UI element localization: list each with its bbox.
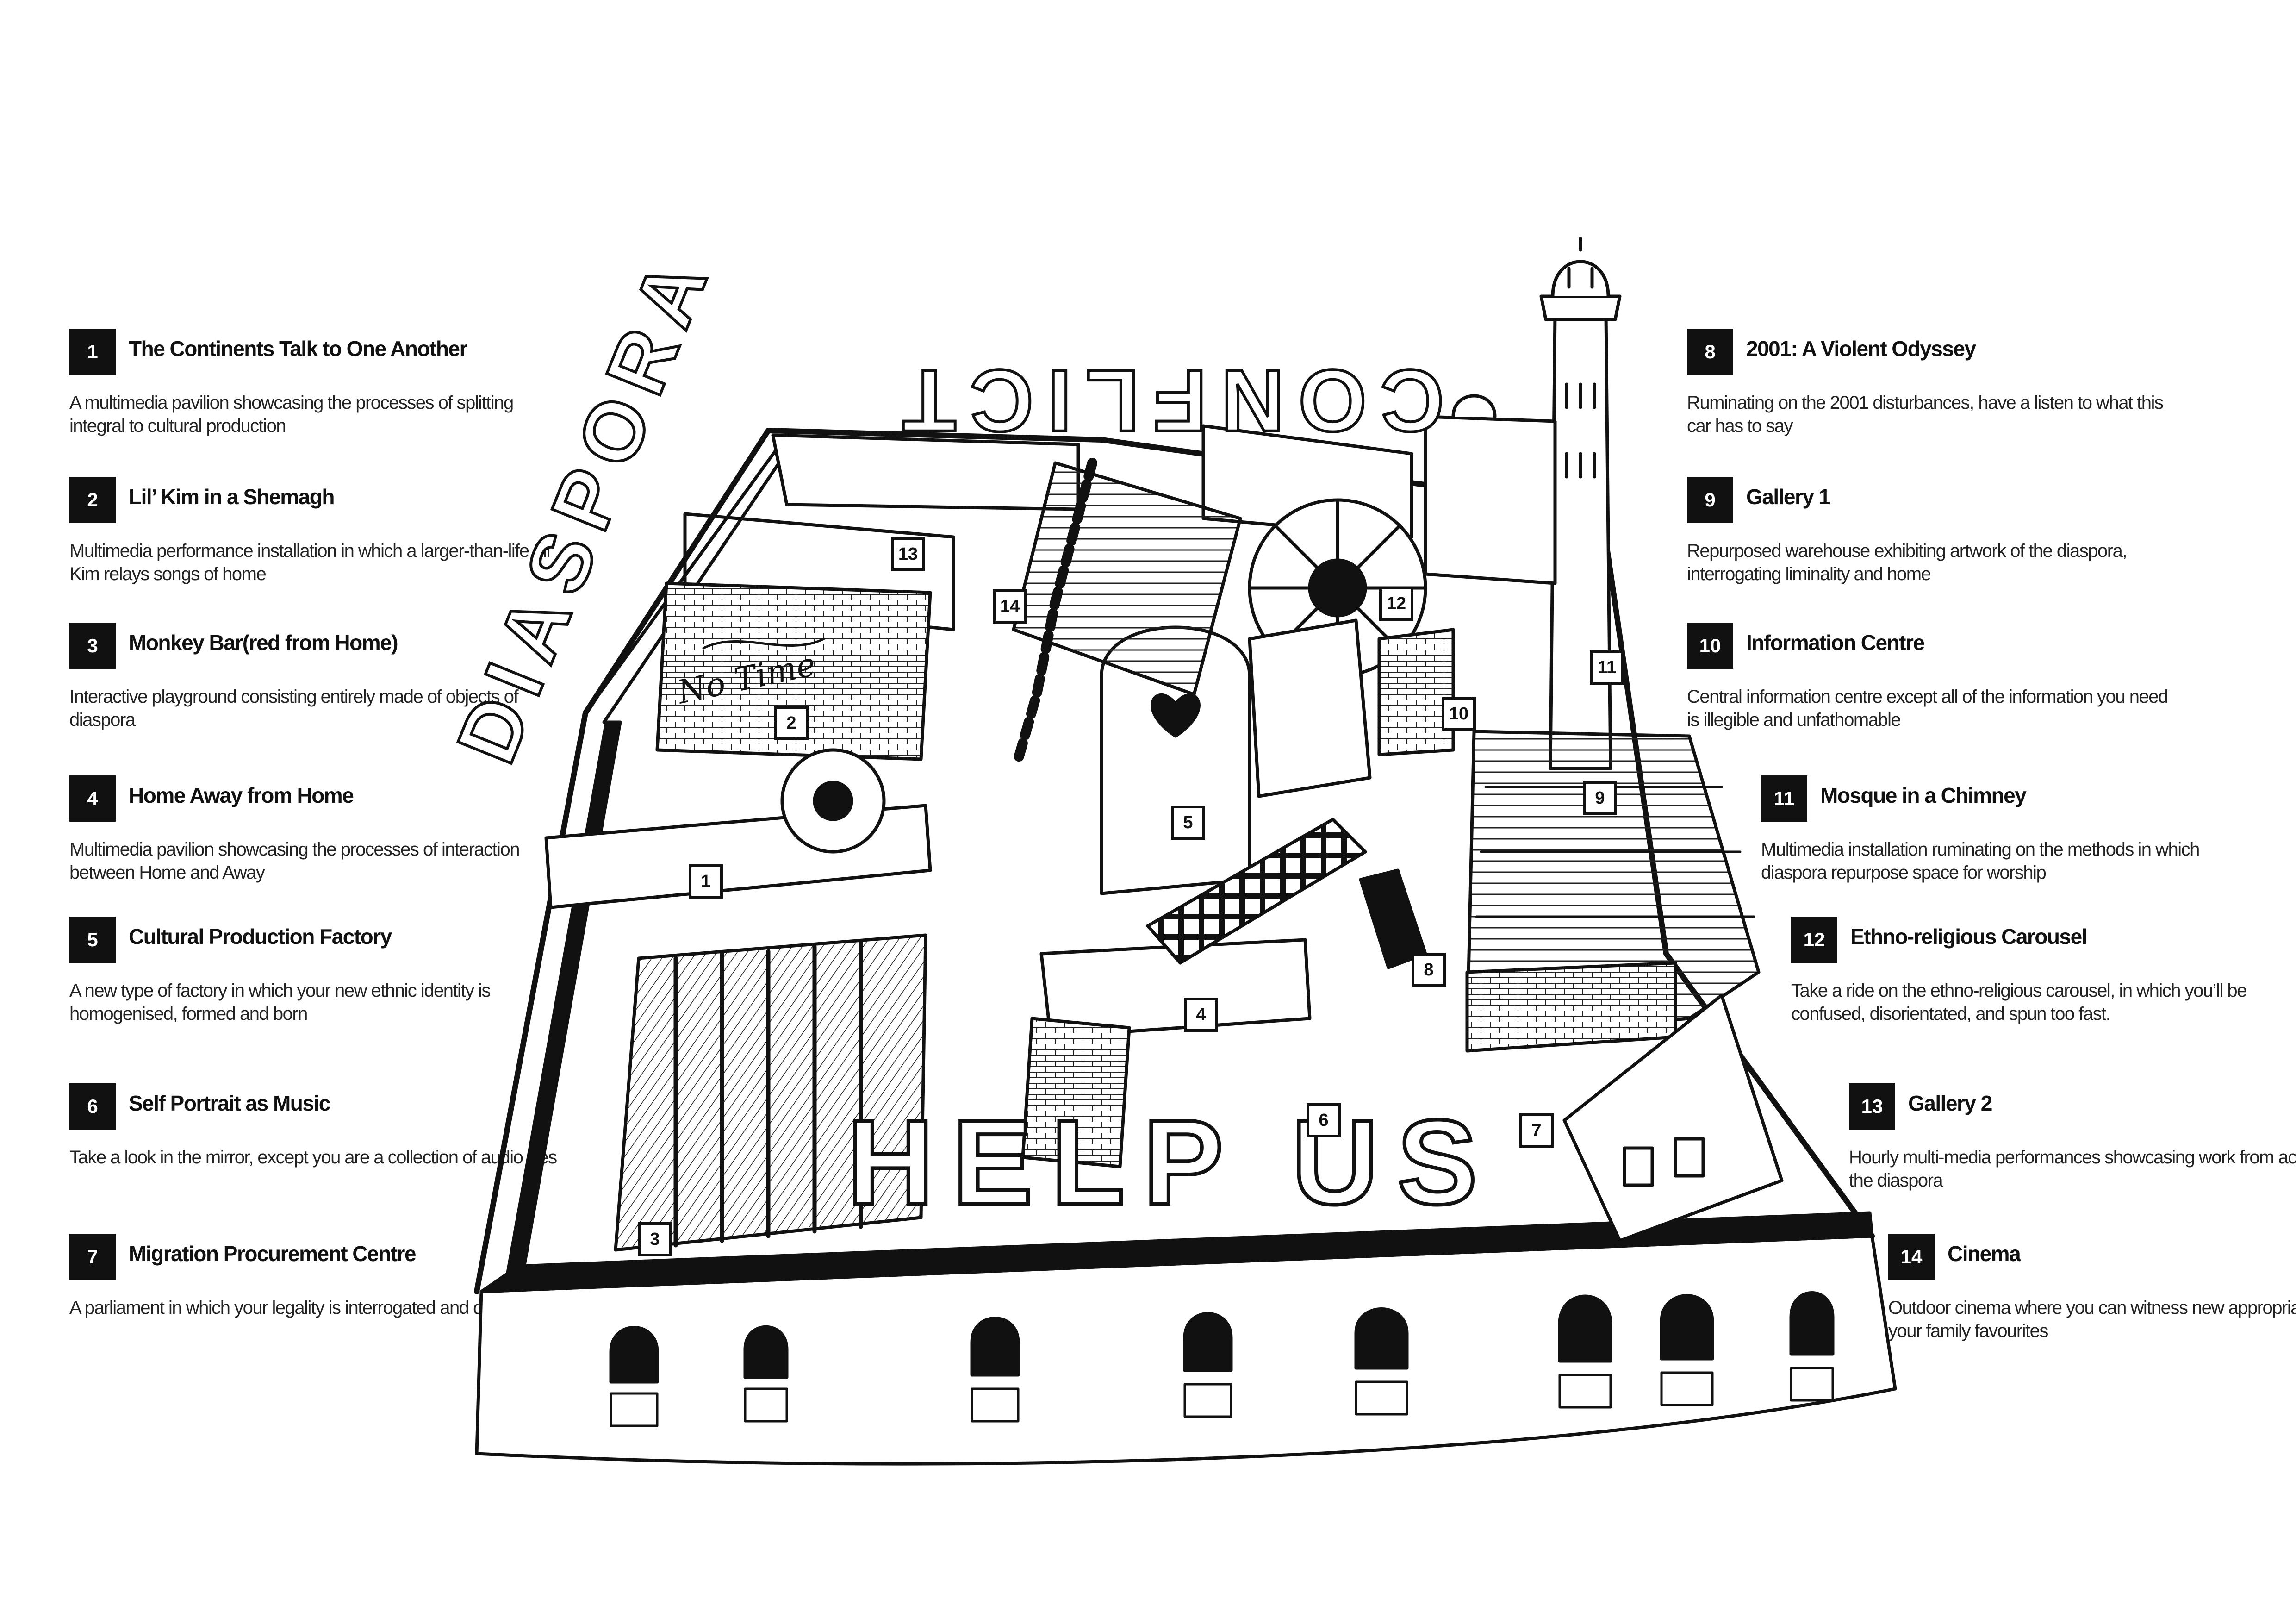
legend-description: A new type of factory in which your new …	[69, 981, 491, 1024]
legend-title: Cultural Production Factory	[129, 924, 392, 949]
map-label-9: 9	[1583, 781, 1617, 815]
legend-number-badge: 13	[1849, 1083, 1895, 1130]
legend-item-7: 7 Migration Procurement Centre A parliam…	[69, 1234, 560, 1318]
legend-item-12: 12 Ethno-religious Carousel Take a ride …	[1791, 917, 2282, 1024]
map-label-2: 2	[774, 706, 809, 740]
legend-description: Multimedia pavilion showcasing the proce…	[69, 839, 520, 883]
legend-title: The Continents Talk to One Another	[129, 337, 468, 361]
legend-item-1: 1 The Continents Talk to One Another A m…	[69, 329, 560, 436]
legend-number-badge: 8	[1687, 329, 1733, 375]
legend-number-badge: 7	[69, 1234, 116, 1280]
legend-number-badge: 14	[1888, 1234, 1935, 1280]
home-away-wall	[1021, 1017, 1131, 1168]
gallery-1-brick-wall	[1465, 961, 1677, 1053]
legend-number-badge: 11	[1761, 775, 1807, 822]
legend-title: Monkey Bar(red from Home)	[129, 631, 398, 655]
front-parapet	[479, 1211, 1874, 1293]
legend-number-badge: 9	[1687, 477, 1733, 523]
gallery-2-frame	[683, 512, 955, 631]
legend-description: Take a look in the mirror, except you ar…	[69, 1147, 557, 1168]
legend-description: Multimedia performance installation in w…	[69, 541, 553, 584]
factory-chimney-zigzag	[1013, 458, 1097, 764]
left-wall-band	[505, 720, 622, 1280]
legend-title: Information Centre	[1746, 631, 1925, 655]
legend-number-badge: 5	[69, 917, 116, 963]
legend-title: Gallery 2	[1908, 1091, 1992, 1115]
legend-title: Home Away from Home	[129, 783, 354, 807]
legend-number-badge: 12	[1791, 917, 1837, 963]
legend-item-13: 13 Gallery 2 Hourly multi-media performa…	[1849, 1083, 2296, 1191]
billboard-panel	[1248, 618, 1372, 798]
legend-item-10: 10 Information Centre Central informatio…	[1687, 623, 2178, 730]
map-label-8: 8	[1412, 953, 1446, 987]
legend-title: Self Portrait as Music	[129, 1091, 330, 1115]
legend-number-badge: 1	[69, 329, 116, 375]
legend-title: 2001: A Violent Odyssey	[1746, 337, 1976, 361]
map-label-6: 6	[1307, 1103, 1341, 1137]
legend-item-6: 6 Self Portrait as Music Take a look in …	[69, 1083, 560, 1168]
legend-item-9: 9 Gallery 1 Repurposed warehouse exhibit…	[1687, 477, 2178, 584]
legend-title: Gallery 1	[1746, 485, 1830, 509]
legend-description: Outdoor cinema where you can witness new…	[1888, 1298, 2296, 1341]
info-centre-tower	[1377, 628, 1455, 756]
map-label-12: 12	[1379, 587, 1413, 621]
conveyor-belt	[1146, 818, 1367, 965]
right-building	[1424, 415, 1557, 585]
legend-number-badge: 6	[69, 1083, 116, 1130]
legend-item-2: 2 Lil’ Kim in a Shemagh Multimedia perfo…	[69, 477, 560, 584]
map-label-10: 10	[1442, 697, 1476, 731]
chimney-windows	[1565, 382, 1596, 479]
legend-number-badge: 10	[1687, 623, 1733, 669]
legend-description: Central information centre except all of…	[1687, 687, 2168, 730]
legend-title: Lil’ Kim in a Shemagh	[129, 485, 335, 509]
home-away-pavilion	[1039, 938, 1312, 1039]
legend-number-badge: 2	[69, 477, 116, 523]
legend-title: Ethno-religious Carousel	[1850, 924, 2087, 949]
legend-description: A parliament in which your legality is i…	[69, 1298, 557, 1318]
map-label-1: 1	[689, 864, 723, 899]
map-label-13: 13	[891, 537, 925, 571]
map-label-4: 4	[1184, 998, 1218, 1032]
legend-description: Repurposed warehouse exhibiting artwork …	[1687, 541, 2127, 584]
legend-title: Cinema	[1948, 1242, 2021, 1266]
legend-item-8: 8 2001: A Violent Odyssey Ruminating on …	[1687, 329, 2178, 436]
migration-centre	[1562, 993, 1784, 1243]
help-us-sign: HELP US	[847, 1095, 1496, 1230]
legend-description: Take a ride on the ethno-religious carou…	[1791, 981, 2247, 1024]
legend-number-badge: 4	[69, 775, 116, 822]
conflict-sign: CONFLICT	[889, 351, 1444, 450]
map-label-5: 5	[1171, 806, 1205, 840]
legend-description: Hourly multi-media performances showcasi…	[1849, 1147, 2296, 1191]
legend-item-3: 3 Monkey Bar(red from Home) Interactive …	[69, 623, 560, 730]
map-label-11: 11	[1590, 650, 1624, 685]
monkey-bars-frame	[614, 933, 927, 1252]
legend-description: A multimedia pavilion showcasing the pro…	[69, 393, 514, 436]
factory-roof	[1012, 461, 1242, 696]
legend-item-5: 5 Cultural Production Factory A new type…	[69, 917, 560, 1024]
map-label-3: 3	[638, 1222, 672, 1256]
lil-kim-stage	[655, 581, 932, 761]
legend-description: Interactive playground consisting entire…	[69, 687, 519, 730]
legend-item-14: 14 Cinema Outdoor cinema where you can w…	[1888, 1234, 2296, 1341]
legend-number-badge: 3	[69, 623, 116, 669]
legend-item-11: 11 Mosque in a Chimney Multimedia instal…	[1761, 775, 2252, 883]
front-windows	[609, 1291, 1835, 1384]
map-label-14: 14	[993, 589, 1027, 624]
chimney-dome	[1551, 260, 1610, 298]
legend-description: Ruminating on the 2001 disturbances, hav…	[1687, 393, 2164, 436]
legend-description: Multimedia installation ruminating on th…	[1761, 839, 2200, 883]
legend-title: Migration Procurement Centre	[129, 1242, 417, 1266]
chimney-cap	[1539, 294, 1622, 321]
legend-title: Mosque in a Chimney	[1820, 783, 2027, 807]
legend-item-4: 4 Home Away from Home Multimedia pavilio…	[69, 775, 560, 883]
map-label-7: 7	[1519, 1113, 1554, 1148]
